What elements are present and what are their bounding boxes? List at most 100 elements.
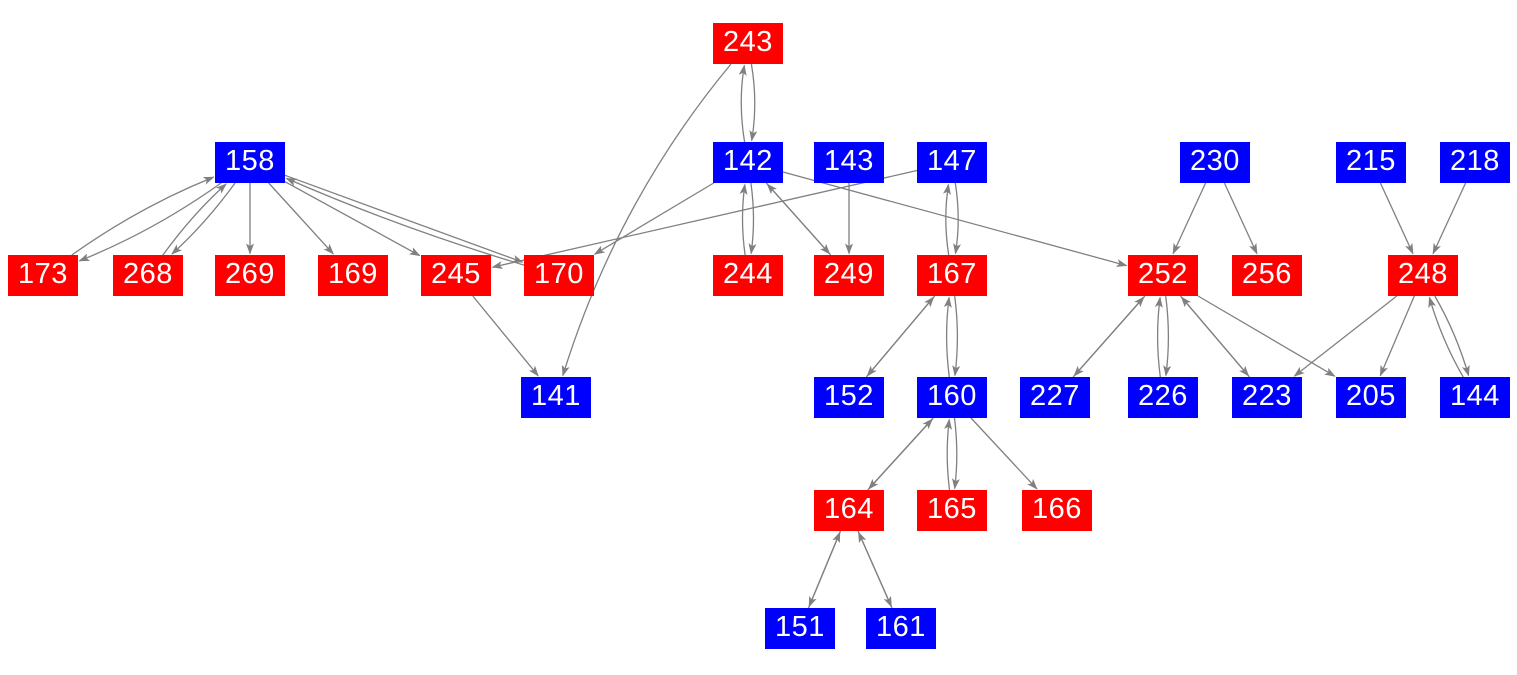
graph-edge-248-to-144	[1434, 295, 1470, 377]
graph-node-166[interactable]: 166	[1022, 490, 1092, 531]
graph-node-label: 243	[723, 26, 773, 58]
graph-node-label: 170	[534, 258, 584, 290]
graph-node-205[interactable]: 205	[1336, 377, 1406, 418]
graph-edge-142-to-252	[782, 171, 1128, 267]
graph-node-141[interactable]: 141	[521, 377, 591, 418]
graph-edge-170-to-158	[285, 177, 525, 266]
graph-edge-248-to-205	[1379, 295, 1415, 377]
graph-edge-167-to-160	[952, 295, 961, 377]
graph-edge-248-to-223	[1293, 295, 1398, 377]
graph-node-label: 152	[824, 380, 874, 412]
graph-node-label: 252	[1138, 258, 1188, 290]
graph-node-152[interactable]: 152	[814, 377, 884, 418]
graph-edge-164-to-151	[808, 530, 842, 608]
graph-node-269[interactable]: 269	[215, 255, 285, 296]
graph-node-label: 164	[824, 493, 874, 525]
graph-edge-243-to-141	[561, 63, 732, 377]
graph-node-248[interactable]: 248	[1388, 255, 1458, 296]
graph-edge-218-to-248	[1432, 182, 1467, 255]
graph-node-label: 161	[876, 611, 926, 643]
graph-node-label: 269	[225, 258, 275, 290]
graph-edge-249-to-142	[766, 183, 832, 256]
graph-node-226[interactable]: 226	[1128, 377, 1198, 418]
graph-node-245[interactable]: 245	[421, 255, 491, 296]
graph-node-167[interactable]: 167	[917, 255, 987, 296]
graph-node-label: 205	[1346, 380, 1396, 412]
graph-node-252[interactable]: 252	[1128, 255, 1198, 296]
graph-node-label: 218	[1450, 145, 1500, 177]
graph-edge-215-to-248	[1379, 182, 1414, 255]
graph-node-170[interactable]: 170	[524, 255, 594, 296]
graph-node-215[interactable]: 215	[1336, 142, 1406, 183]
graph-edge-167-to-147	[942, 183, 951, 256]
graph-node-label: 169	[328, 258, 378, 290]
graph-edge-147-to-167	[953, 182, 962, 255]
graph-node-label: 248	[1398, 258, 1448, 290]
graph-node-label: 160	[927, 380, 977, 412]
graph-edge-243-to-142	[749, 63, 758, 142]
graph-node-230[interactable]: 230	[1180, 142, 1250, 183]
graph-node-label: 268	[123, 258, 173, 290]
graph-node-label: 165	[927, 493, 977, 525]
graph-node-label: 166	[1032, 493, 1082, 525]
graph-node-223[interactable]: 223	[1232, 377, 1302, 418]
graph-edge-160-to-165	[951, 417, 960, 490]
graph-edge-158-to-173	[78, 182, 222, 262]
graph-node-143[interactable]: 143	[814, 142, 884, 183]
graph-edge-158-to-268	[171, 182, 236, 255]
graph-node-151[interactable]: 151	[765, 608, 835, 649]
graph-edge-158-to-169	[268, 182, 334, 255]
graph-node-268[interactable]: 268	[113, 255, 183, 296]
graph-edge-158-to-245	[284, 181, 421, 257]
graph-node-label: 151	[775, 611, 825, 643]
graph-node-227[interactable]: 227	[1020, 377, 1090, 418]
graph-edge-252-to-205	[1197, 295, 1336, 377]
graph-edge-160-to-164	[868, 417, 934, 490]
graph-edge-152-to-167	[865, 296, 935, 378]
graph-edge-252-to-227	[1073, 295, 1146, 377]
graph-node-label: 167	[927, 258, 977, 290]
graph-edge-268-to-158	[162, 183, 227, 256]
graph-edge-142-to-244	[748, 182, 757, 255]
graph-node-label: 226	[1138, 380, 1188, 412]
graph-edge-142-to-170	[593, 182, 715, 255]
graph-node-218[interactable]: 218	[1440, 142, 1510, 183]
graph-node-160[interactable]: 160	[917, 377, 987, 418]
graph-node-165[interactable]: 165	[917, 490, 987, 531]
graph-node-169[interactable]: 169	[318, 255, 388, 296]
graph-edge-252-to-226	[1163, 295, 1172, 377]
graph-edge-142-to-249	[765, 182, 831, 255]
graph-edge-230-to-252	[1172, 182, 1207, 255]
graph-node-144[interactable]: 144	[1440, 377, 1510, 418]
graph-node-label: 144	[1450, 380, 1500, 412]
graph-node-label: 256	[1242, 258, 1292, 290]
graph-node-label: 142	[723, 145, 773, 177]
graph-edge-144-to-248	[1428, 296, 1464, 378]
graph-edge-142-to-243	[738, 64, 747, 143]
graph-node-label: 223	[1242, 380, 1292, 412]
graph-node-164[interactable]: 164	[814, 490, 884, 531]
graph-edge-160-to-167	[943, 296, 952, 378]
graph-edge-160-to-166	[970, 417, 1038, 490]
graph-node-161[interactable]: 161	[866, 608, 936, 649]
graph-node-158[interactable]: 158	[215, 142, 285, 183]
graph-node-label: 147	[927, 145, 977, 177]
graph-edge-164-to-160	[867, 418, 933, 491]
graph-node-173[interactable]: 173	[8, 255, 78, 296]
graph-node-label: 230	[1190, 145, 1240, 177]
graph-edge-165-to-160	[944, 418, 953, 491]
graph-edge-164-to-161	[857, 530, 892, 608]
graph-node-243[interactable]: 243	[713, 23, 783, 64]
graph-node-249[interactable]: 249	[814, 255, 884, 296]
graph-edge-230-to-256	[1223, 182, 1258, 255]
graph-node-147[interactable]: 147	[917, 142, 987, 183]
graph-edge-158-to-170	[284, 174, 524, 263]
graph-node-142[interactable]: 142	[713, 142, 783, 183]
graph-node-label: 141	[531, 380, 581, 412]
graph-edge-245-to-141	[472, 295, 539, 377]
graph-node-256[interactable]: 256	[1232, 255, 1302, 296]
graph-node-244[interactable]: 244	[713, 255, 783, 296]
graph-node-label: 158	[225, 145, 275, 177]
